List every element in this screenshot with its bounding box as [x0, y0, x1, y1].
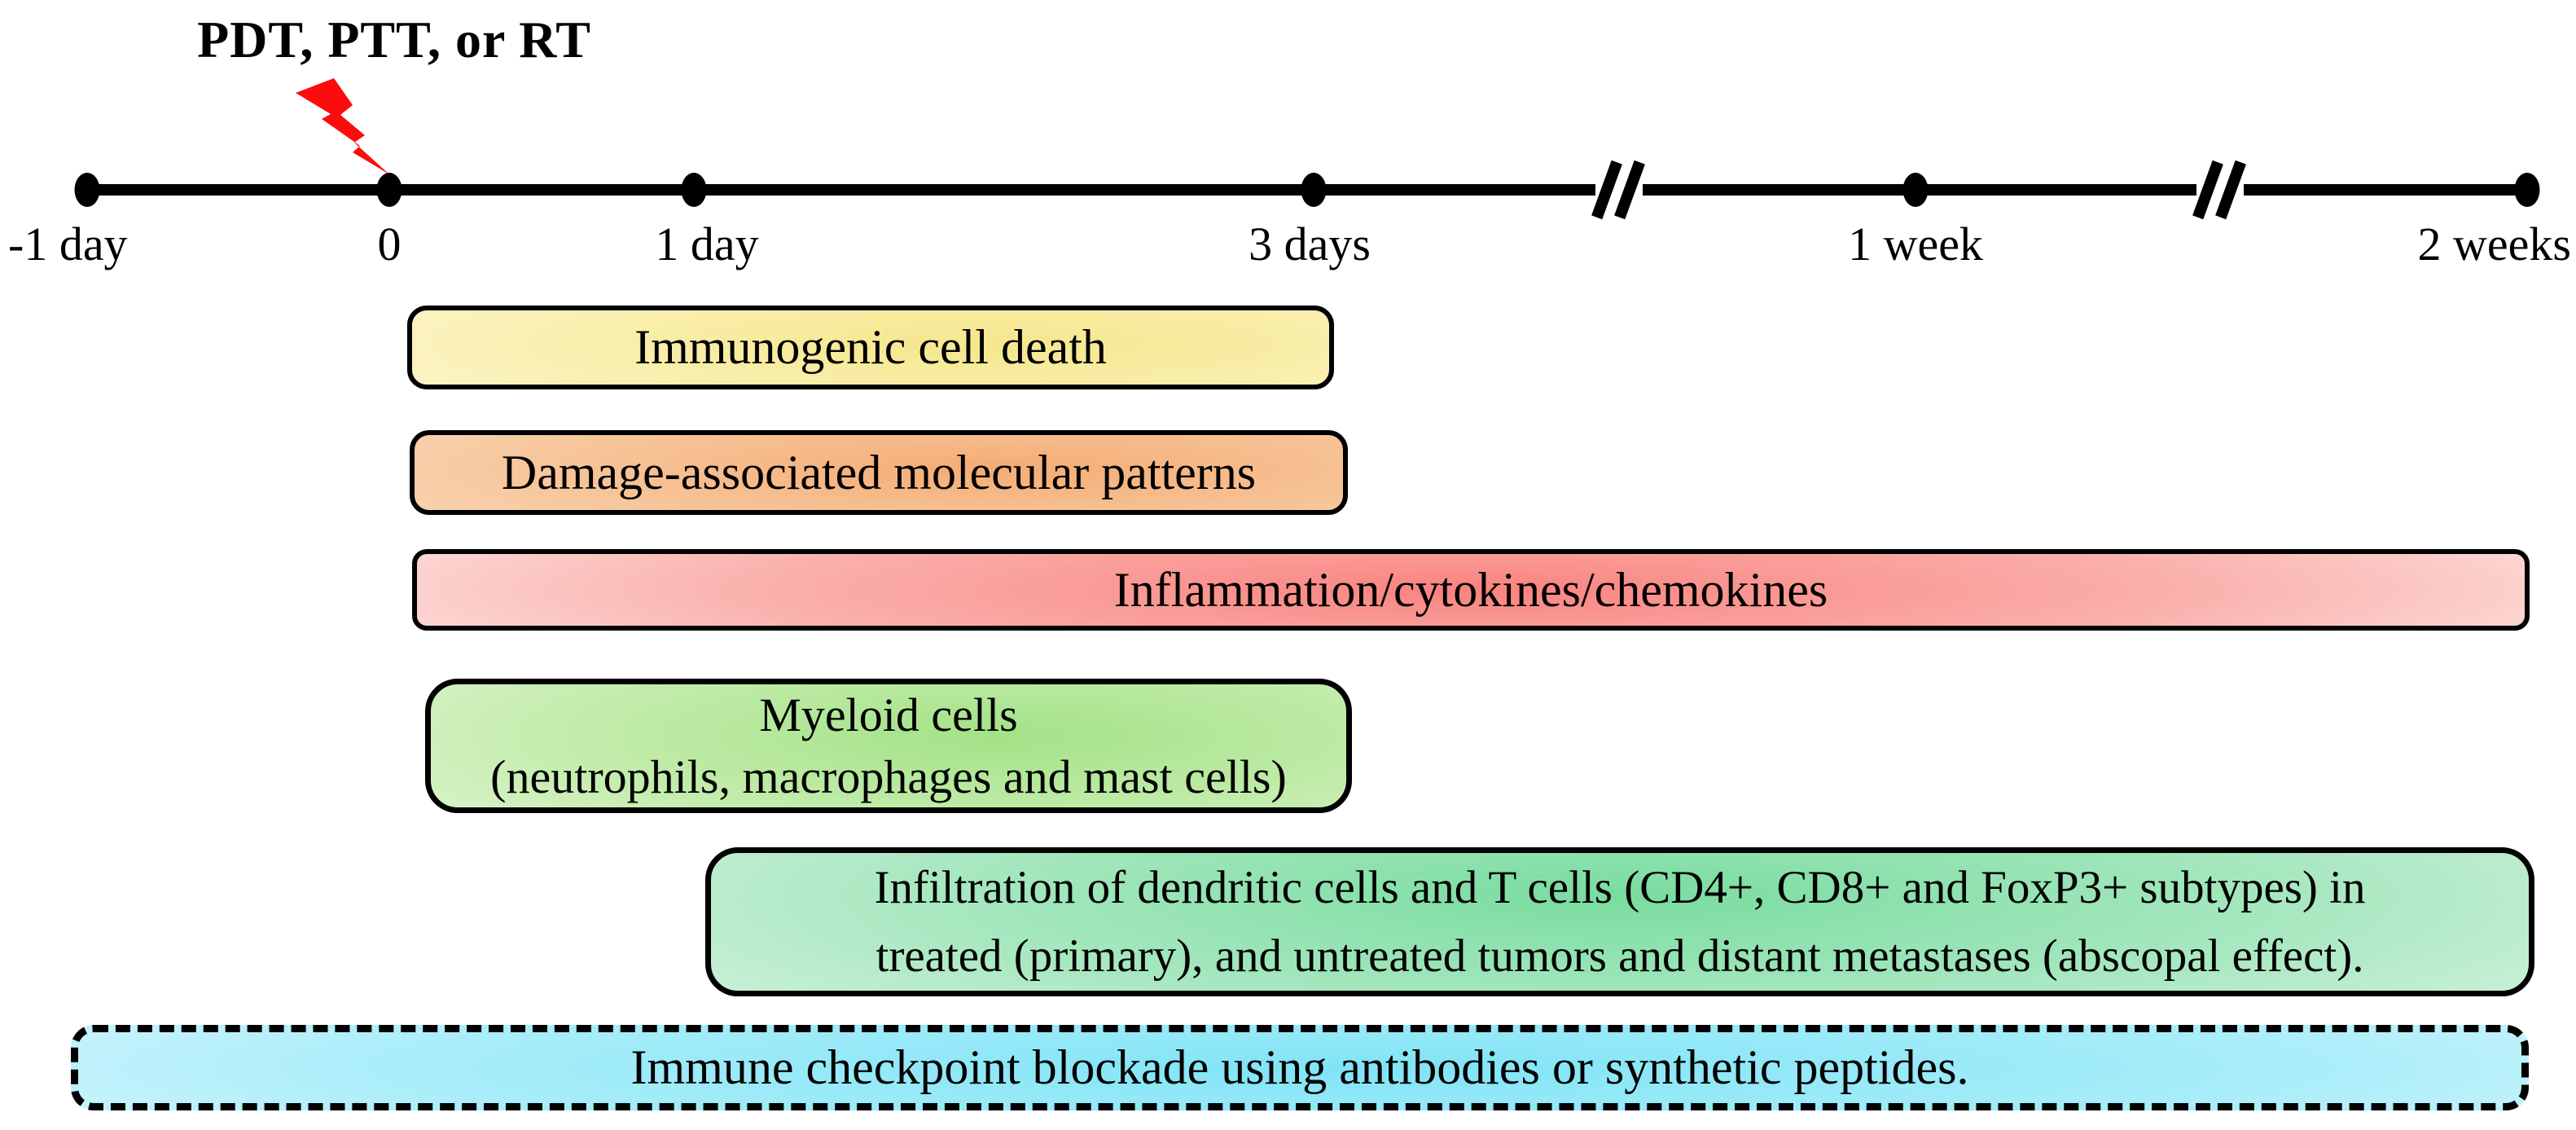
event-label-line2: (neutrophils, macrophages and mast cells…: [490, 750, 1287, 803]
timeline-dot: [1902, 173, 1929, 207]
event-box-damage-associated-molecular-patterns: Damage-associated molecular patterns: [410, 430, 1348, 515]
event-box-inflammation-cytokines-chemokines: Inflammation/cytokines/chemokines: [412, 549, 2530, 631]
tick-label-1-week: 1 week: [1848, 218, 1983, 270]
tick-label-0: 0: [377, 218, 402, 270]
event-label-line1: Myeloid cells: [759, 688, 1018, 741]
lightning-bolt-icon: [296, 78, 389, 174]
tick-label-3-days: 3 days: [1249, 218, 1371, 270]
axis-break-icon: [2192, 151, 2246, 229]
tick-label-1-day: 1 day: [655, 218, 759, 270]
timeline-dot: [376, 173, 402, 207]
treatment-title: PDT, PTT, or RT: [197, 11, 591, 68]
timeline-dot: [681, 173, 707, 207]
event-label-line1: Infiltration of dendritic cells and T ce…: [874, 861, 2366, 913]
timeline-dot: [1301, 173, 1327, 207]
event-label-line2: treated (primary), and untreated tumors …: [875, 930, 2364, 982]
event-box-immunogenic-cell-death: Immunogenic cell death: [407, 306, 1334, 389]
event-label: Immunogenic cell death: [634, 320, 1107, 374]
timeline-dot: [74, 173, 100, 207]
event-box-immune-checkpoint-blockade: Immune checkpoint blockade using antibod…: [71, 1025, 2529, 1110]
event-box-myeloid-cells: Myeloid cells (neutrophils, macrophages …: [425, 679, 1352, 813]
event-label: Immune checkpoint blockade using antibod…: [630, 1040, 1969, 1094]
axis-break-icon: [1591, 151, 1645, 229]
tick-label-2-weeks: 2 weeks: [2417, 218, 2571, 270]
tick-label-minus-1-day: -1 day: [8, 218, 128, 270]
event-label: Inflammation/cytokines/chemokines: [1113, 562, 1828, 617]
event-label: Damage-associated molecular patterns: [501, 445, 1257, 499]
timeline-dot: [2514, 173, 2540, 207]
event-box-infiltration-dendritic-t-cells: Infiltration of dendritic cells and T ce…: [705, 847, 2534, 996]
